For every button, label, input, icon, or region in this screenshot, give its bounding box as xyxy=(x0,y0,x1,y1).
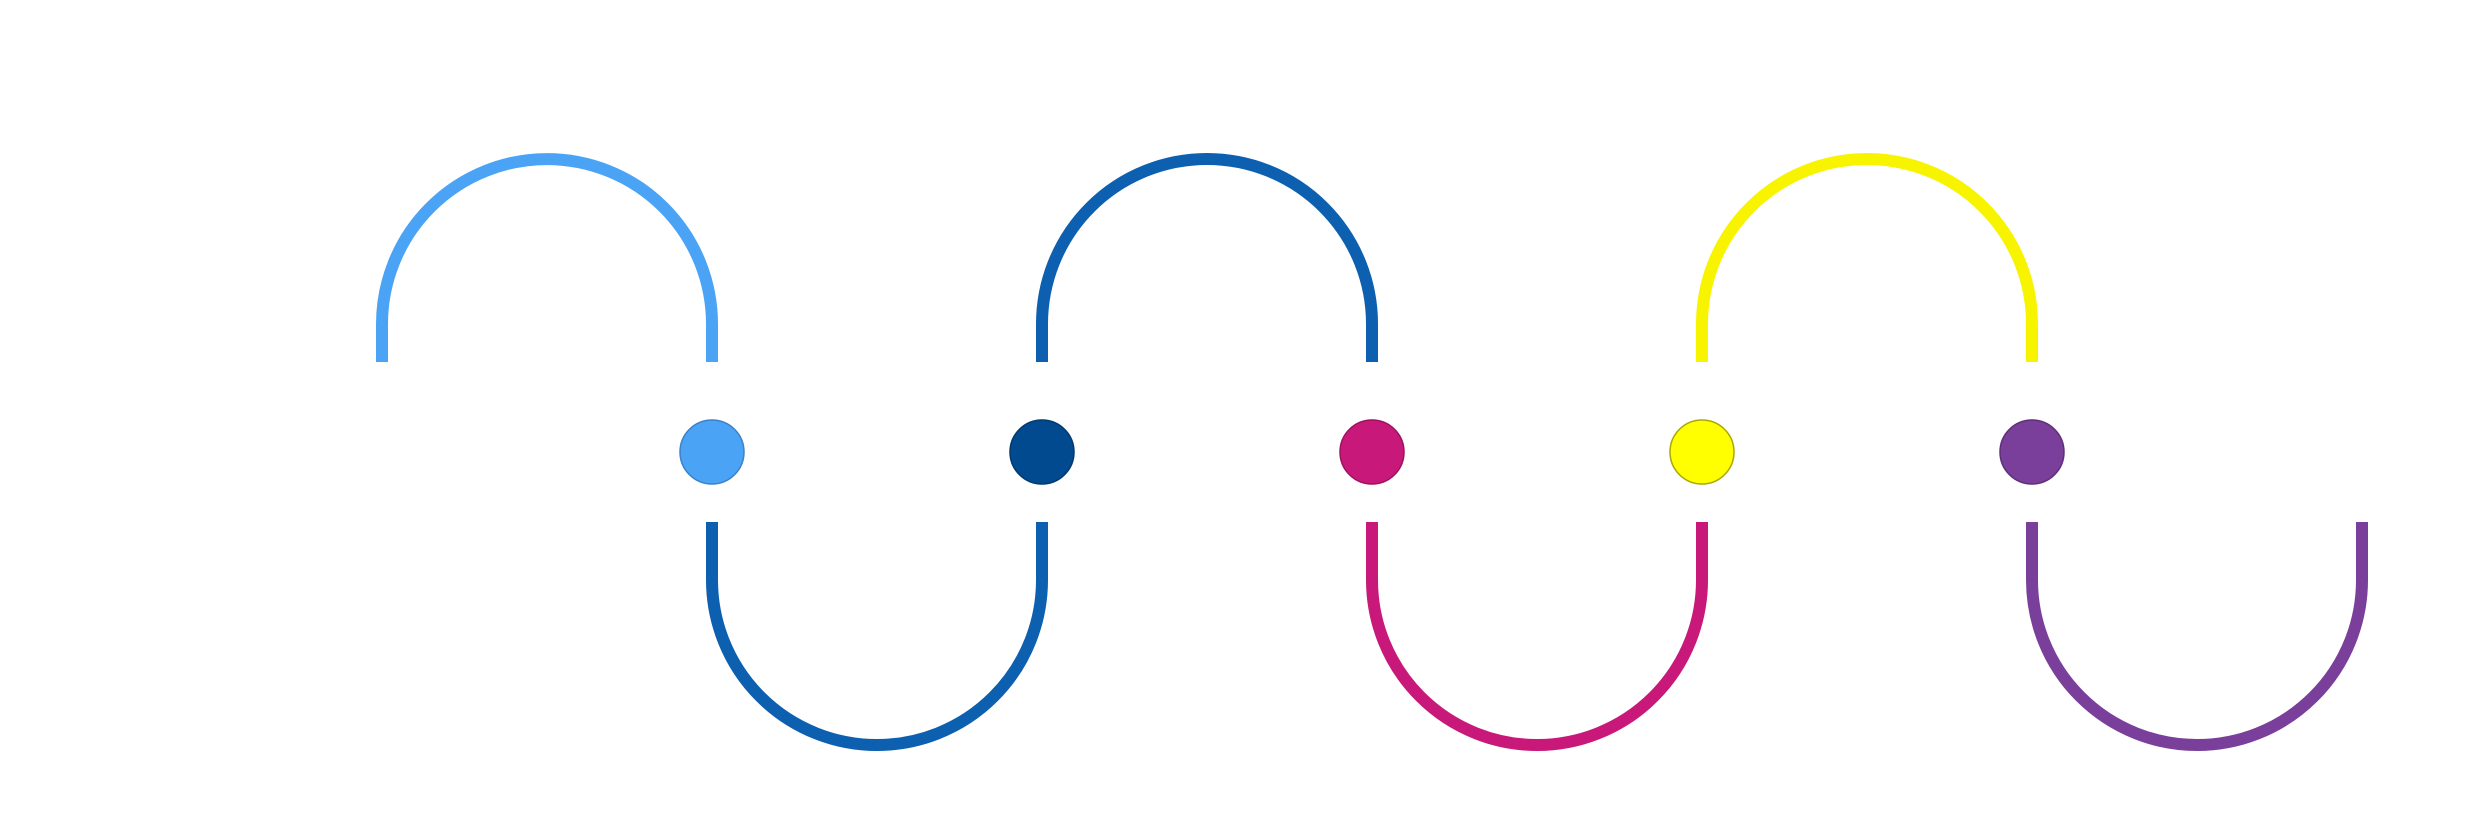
arc-segment-1 xyxy=(376,153,718,362)
node-dot-1 xyxy=(679,419,745,485)
node-dot-3 xyxy=(1339,419,1405,485)
node-dot-5 xyxy=(1999,419,2065,485)
arc-segment-4 xyxy=(1366,522,1708,751)
arcs-layer xyxy=(376,153,2368,751)
arc-segment-2 xyxy=(706,522,1048,751)
arc-segment-6 xyxy=(2026,522,2368,751)
nodes-layer xyxy=(679,419,2065,485)
arc-segment-3 xyxy=(1036,153,1378,362)
node-dot-2 xyxy=(1009,419,1075,485)
arc-segment-5 xyxy=(1696,153,2038,362)
node-dot-4 xyxy=(1669,419,1735,485)
